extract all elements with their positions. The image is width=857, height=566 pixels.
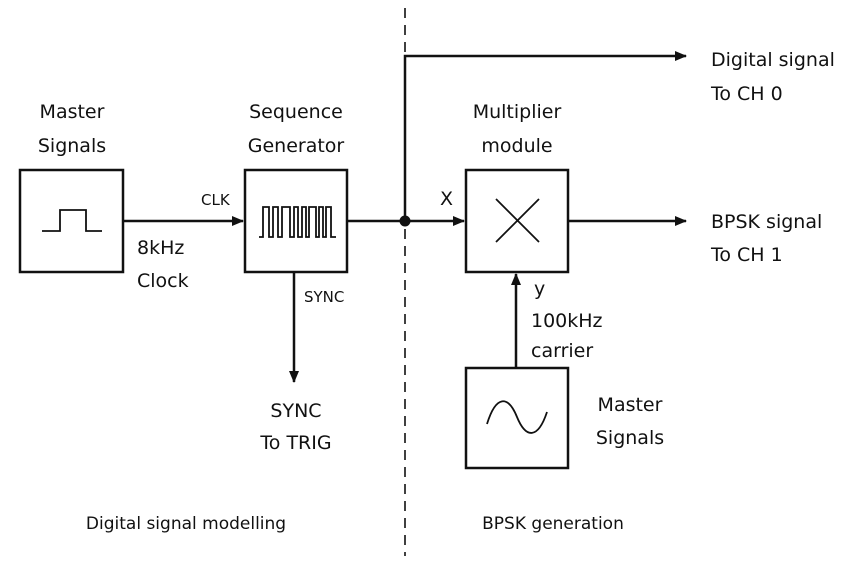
master-signals-left-title-line1: Master [40, 101, 105, 123]
multiplier-module-block: Multiplier module [464, 101, 570, 274]
section-label-right: BPSK generation [482, 514, 624, 534]
y-input-label: y [534, 278, 545, 300]
master-signals-bottom-title-line2: Signals [596, 427, 664, 449]
sequence-generator-title-line2: Generator [248, 135, 345, 157]
master-signals-left-block: Master Signals [18, 101, 125, 274]
x-input-label: X [440, 188, 453, 210]
sequence-generator-block: Sequence Generator [243, 101, 349, 274]
sync-port-label: SYNC [304, 288, 344, 306]
section-label-left: Digital signal modelling [86, 514, 286, 534]
bpsk-output-label-line2: To CH 1 [710, 244, 783, 266]
master-signals-bottom-title-line1: Master [598, 394, 663, 416]
carrier-label-line1: 100kHz [531, 310, 603, 332]
master-signals-bottom-block: Master Signals [464, 366, 664, 470]
master-signals-left-title-line2: Signals [38, 135, 106, 157]
sine-wave-icon [486, 400, 548, 434]
carrier-label-line2: carrier [531, 340, 593, 362]
square-wave-icon [42, 209, 102, 232]
master-signals-left-box [18, 168, 125, 274]
sync-out-label-line2: To TRIG [259, 432, 331, 454]
sequence-generator-title-line1: Sequence [249, 101, 343, 123]
digital-output-label-line1: Digital signal [711, 49, 835, 71]
multiplier-title-line2: module [481, 135, 552, 157]
master-signals-bottom-box [464, 366, 570, 470]
clk-label: CLK [201, 191, 231, 209]
digital-output-wire [403, 51, 687, 221]
bpsk-output-label-line1: BPSK signal [711, 211, 822, 233]
pulse-train-icon [259, 206, 336, 238]
clock-label-line1: 8kHz [137, 237, 184, 259]
sync-out-label-line1: SYNC [270, 400, 321, 422]
digital-output-label-line2: To CH 0 [710, 83, 783, 105]
multiplier-title-line1: Multiplier [473, 101, 562, 123]
clock-label-line2: Clock [137, 270, 189, 292]
multiplier-box [464, 168, 570, 274]
